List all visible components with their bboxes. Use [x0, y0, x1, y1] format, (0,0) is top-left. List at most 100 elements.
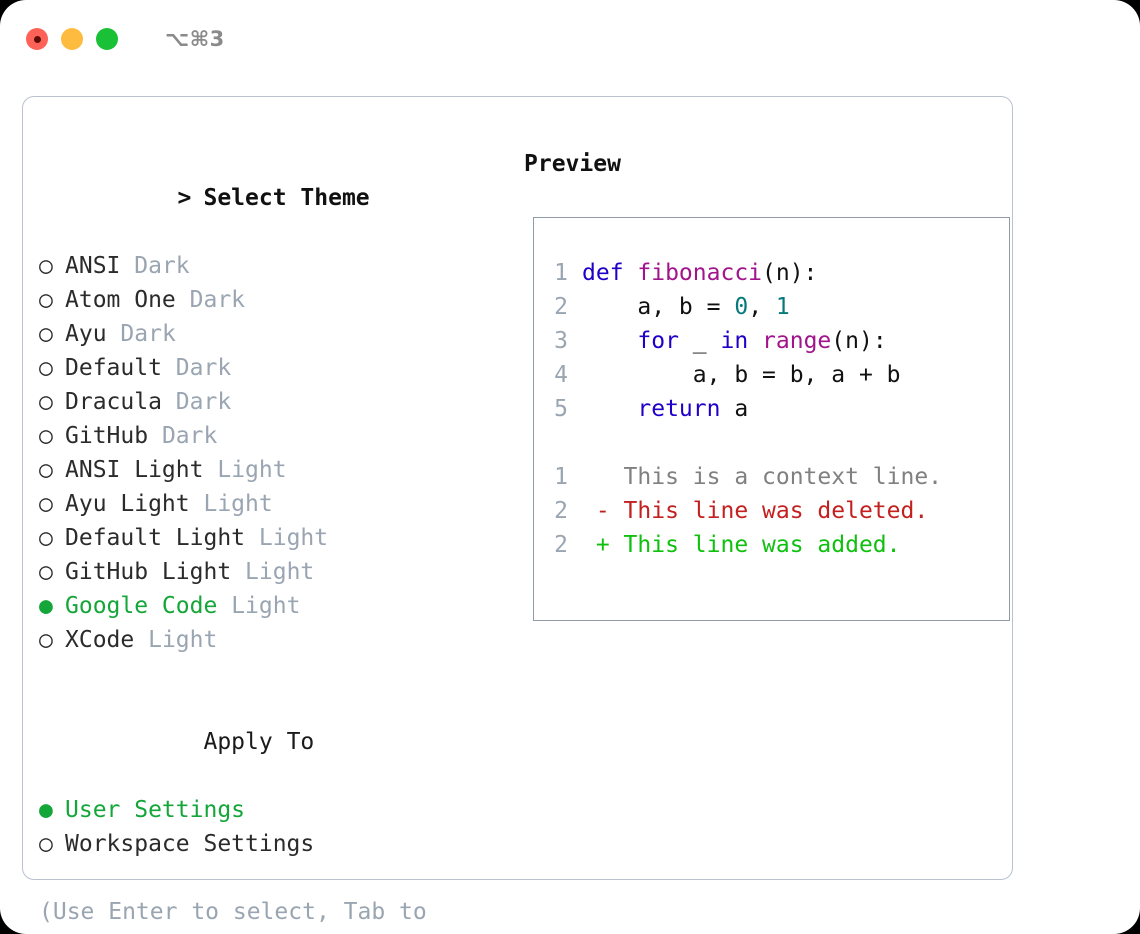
code-token-pl: [582, 328, 637, 354]
theme-option-label: Default Light: [65, 525, 246, 551]
label-tag-separator: [245, 525, 259, 551]
theme-option-tag: Dark: [189, 287, 246, 313]
code-line-text: a, b = b, a + b: [582, 358, 901, 392]
code-token-pl: (n):: [831, 328, 887, 354]
maximize-window-icon[interactable]: [96, 28, 118, 50]
code-line-number: 4: [554, 362, 568, 388]
theme-option-github[interactable]: ○GitHub Dark: [39, 419, 501, 453]
apply-to-option-label: Workspace Settings: [65, 831, 315, 857]
radio-unselected-icon: ○: [39, 559, 53, 585]
code-token-kw: def: [582, 260, 638, 286]
code-token-pl: (n):: [762, 260, 818, 286]
diff-spacer: [534, 426, 1009, 460]
theme-option-xcode[interactable]: ○ XCode Light: [39, 623, 501, 657]
diff-line: 1 This is a context line.: [534, 460, 1009, 494]
apply-to-heading: Apply To: [39, 691, 501, 793]
theme-option-tag: Light: [217, 457, 287, 483]
theme-option-label: Ayu: [65, 321, 107, 347]
theme-option-ansi-light[interactable]: ○ANSI Light Light: [39, 453, 501, 487]
radio-unselected-icon: ○: [39, 389, 53, 415]
label-tag-separator: [148, 423, 162, 449]
label-tag-separator: [162, 389, 176, 415]
main-panel: >Select Theme ○ANSI Dark○Atom One Dark○A…: [22, 96, 1013, 934]
code-line-number: 2: [554, 294, 568, 320]
select-theme-heading-label: Select Theme: [203, 185, 370, 211]
radio-unselected-icon: ○: [39, 627, 53, 653]
label-tag-separator: [134, 627, 148, 653]
theme-option-list: ○ANSI Dark○Atom One Dark○Ayu Dark○Defaul…: [39, 249, 501, 657]
code-line: 5 return a: [534, 392, 1009, 426]
code-line: 2 a, b = 0, 1: [534, 290, 1009, 324]
apply-to-heading-label: Apply To: [203, 729, 315, 755]
apply-to-marker-spacer: [177, 725, 203, 759]
code-line: 1 def fibonacci(n):: [534, 256, 1009, 290]
code-token-kw: return: [637, 396, 721, 422]
code-token-num: 1: [775, 294, 790, 320]
code-line-text: a, b = 0, 1: [582, 290, 790, 324]
theme-option-ayu-light[interactable]: ○Ayu Light Light: [39, 487, 501, 521]
theme-option-default[interactable]: ○Default Dark: [39, 351, 501, 385]
keyboard-shortcut-label: ⌥⌘3: [165, 26, 225, 51]
code-token-fn: fibonacci: [637, 260, 763, 286]
theme-option-atom-one[interactable]: ○ Atom One Dark: [39, 283, 501, 317]
code-line-text: for _ in range(n):: [582, 324, 887, 358]
theme-option-github-light[interactable]: ○GitHub Light Light: [39, 555, 501, 589]
label-tag-separator: [176, 287, 190, 313]
label-tag-separator: [190, 491, 204, 517]
title-bar: ⌥⌘3: [0, 0, 1140, 78]
apply-to-option-label: User Settings: [65, 797, 246, 823]
apply-to-option-user-settings[interactable]: ●User Settings: [39, 793, 501, 827]
code-token-pl: a, b = b, a + b: [582, 362, 901, 388]
diff-line-number: 2: [554, 532, 568, 558]
code-line: 3 for _ in range(n):: [534, 324, 1009, 358]
theme-option-label: Google Code: [65, 593, 218, 619]
theme-option-google-code[interactable]: ●Google Code Light: [39, 589, 501, 623]
theme-option-dracula[interactable]: ○Dracula Dark: [39, 385, 501, 419]
code-token-pl: a: [720, 396, 749, 422]
code-token-pl: [748, 328, 762, 354]
theme-option-tag: Light: [148, 627, 218, 653]
label-tag-separator: [231, 559, 245, 585]
radio-unselected-icon: ○: [39, 287, 53, 313]
preview-heading: Preview: [524, 151, 621, 177]
theme-option-label: XCode: [65, 627, 135, 653]
apply-to-option-list: ●User Settings ○ Workspace Settings: [39, 793, 501, 861]
code-line-number: 3: [554, 328, 568, 354]
theme-option-tag: Light: [203, 491, 273, 517]
code-token-num: 0: [734, 294, 749, 320]
theme-option-label: ANSI Light: [65, 457, 204, 483]
label-tag-separator: [162, 355, 176, 381]
select-theme-heading: >Select Theme: [39, 147, 501, 249]
radio-unselected-icon: ○: [39, 525, 53, 551]
diff-line: 2 - This line was deleted.: [534, 494, 1009, 528]
theme-option-tag: Light: [231, 593, 301, 619]
code-line-number: 1: [554, 260, 568, 286]
diff-line-number: 1: [554, 464, 568, 490]
label-tag-separator: [203, 457, 217, 483]
diff-line-number: 2: [554, 498, 568, 524]
code-line-text: def fibonacci(n):: [582, 256, 817, 290]
theme-option-default-light[interactable]: ○Default Light Light: [39, 521, 501, 555]
diff-line: 2 + This line was added.: [534, 528, 1009, 562]
close-window-icon[interactable]: [26, 28, 48, 50]
apply-to-option-workspace-settings[interactable]: ○ Workspace Settings: [39, 827, 501, 861]
label-tag-separator: [217, 593, 231, 619]
minimize-window-icon[interactable]: [61, 28, 83, 50]
radio-unselected-icon: ○: [39, 321, 53, 347]
theme-option-ayu[interactable]: ○Ayu Dark: [39, 317, 501, 351]
traffic-lights: [26, 28, 118, 50]
theme-option-ansi[interactable]: ○ANSI Dark: [39, 249, 501, 283]
theme-picker-column: >Select Theme ○ANSI Dark○Atom One Dark○A…: [23, 97, 501, 934]
code-token-pl: [582, 396, 637, 422]
code-token-pl: _: [678, 328, 721, 354]
code-line-text: return a: [582, 392, 748, 426]
theme-option-tag: Dark: [134, 253, 190, 279]
theme-option-label: Atom One: [65, 287, 176, 313]
theme-option-tag: Light: [245, 559, 315, 585]
code-line-number: 5: [554, 396, 568, 422]
radio-unselected-icon: ○: [39, 831, 53, 857]
